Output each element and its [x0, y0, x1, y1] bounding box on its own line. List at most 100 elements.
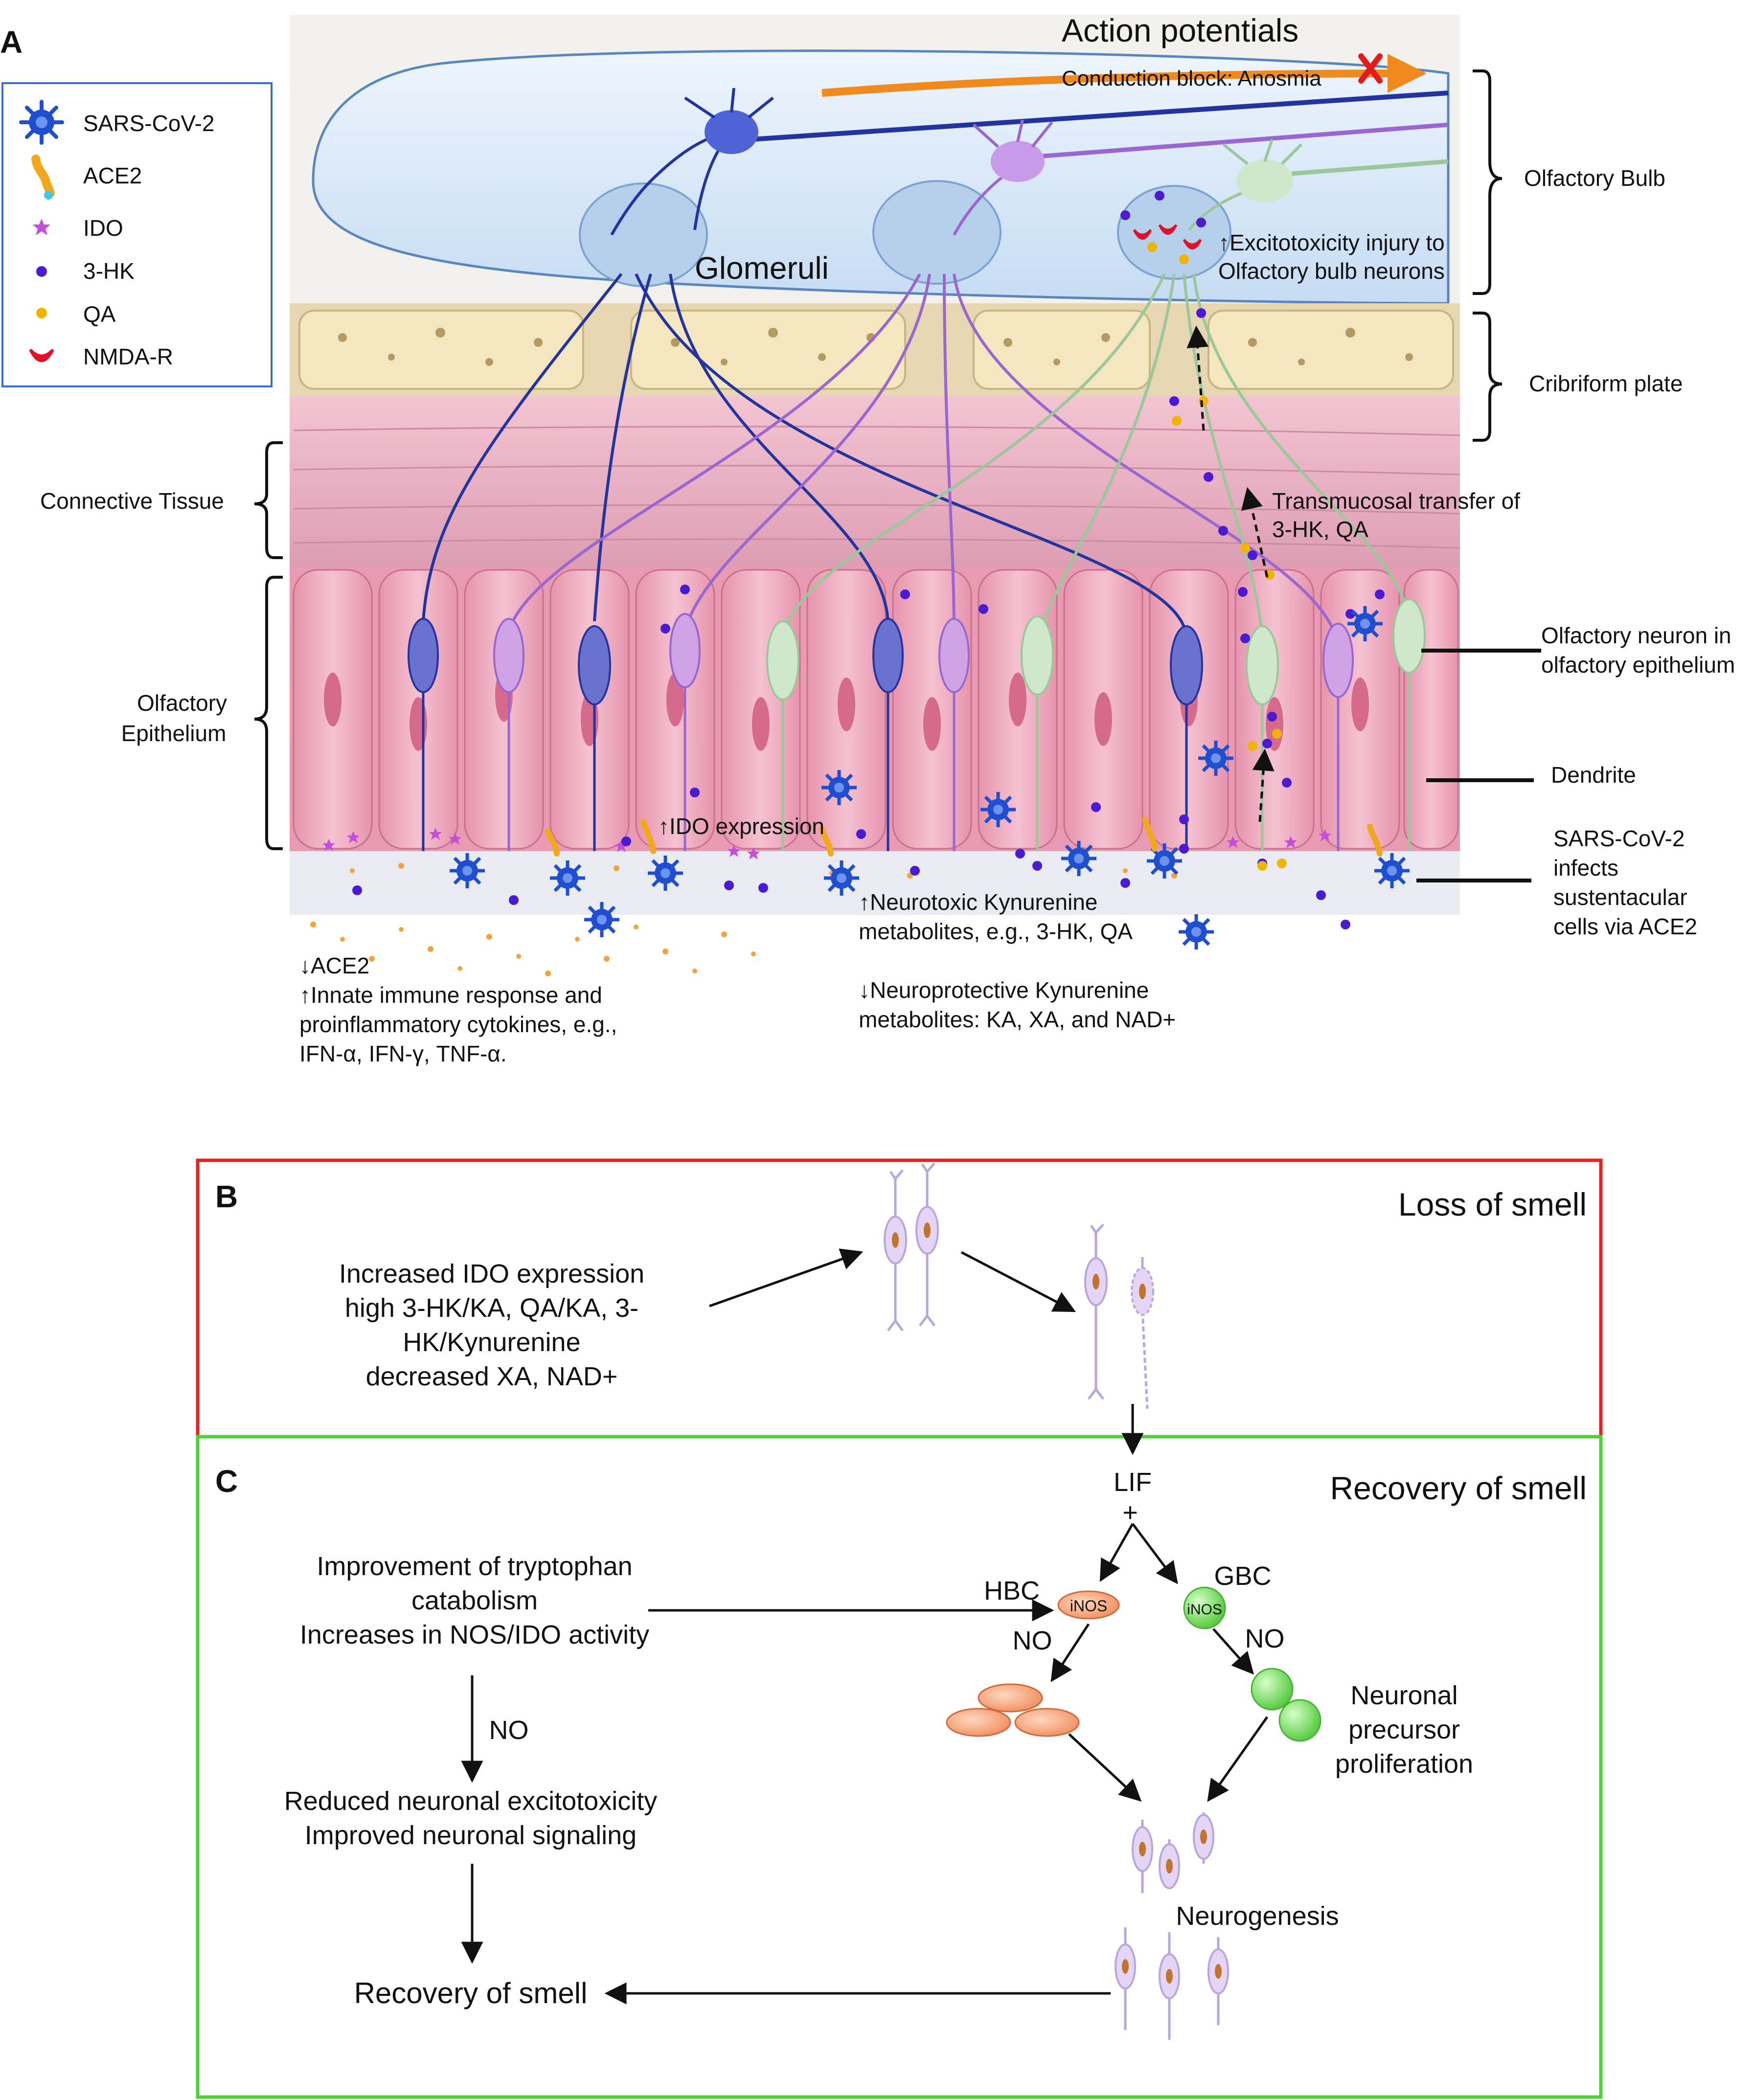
arrow-cluster-to-neurogenesis	[1068, 1733, 1142, 1802]
sars-infects-label-line4: cells via ACE2	[1553, 914, 1697, 939]
reduced-label-line2: Improved neuronal signaling	[305, 1821, 637, 1850]
legend-crescent-icon	[29, 348, 54, 362]
ido-expression-label: ↑IDO expression	[658, 813, 824, 839]
bone-pores	[338, 328, 1413, 366]
no-left-label: NO	[1013, 1626, 1052, 1655]
legend: SARS-CoV-2 ACE2 IDO 3-HK QA NMDA-R	[1, 82, 273, 387]
sars-infects-label-line2: infects	[1553, 855, 1618, 881]
panel-a: A SARS-CoV-2 ACE2	[0, 12, 1735, 1066]
innate-label-line3: IFN-α, IFN-γ, TNF-α.	[299, 1041, 507, 1066]
arrow-precursors-to-neurogenesis	[1207, 1716, 1269, 1802]
mitral-cell-blue	[610, 88, 1449, 236]
connective-tissue-fibers	[293, 426, 1460, 549]
excitotoxicity-label-line1: ↑Excitotoxicity injury to	[1218, 230, 1445, 255]
healthy-neuron-2-nucleus	[924, 1222, 931, 1238]
neuroprotective-label-line1: ↓Neuroprotective Kynurenine	[859, 977, 1149, 1003]
cribriform-plate-label: Cribriform plate	[1529, 371, 1683, 396]
ace2-down-label: ↓ACE2	[299, 953, 369, 978]
nmda-receptors	[1133, 224, 1202, 249]
panel-b-text-line4: decreased XA, NAD+	[366, 1362, 618, 1391]
legend-label-0: SARS-CoV-2	[83, 111, 214, 136]
no-right-label: NO	[1245, 1624, 1285, 1653]
tryptophan-label-line2: catabolism	[411, 1586, 538, 1615]
braces	[254, 69, 1503, 850]
transmucosal-label-line1: Transmucosal transfer of	[1272, 488, 1520, 514]
healthy-neuron-1-nucleus	[892, 1232, 899, 1248]
gbc-cell	[1183, 1586, 1226, 1629]
legend-label-4: QA	[83, 301, 116, 327]
arrow-hbc-to-cluster	[1050, 1623, 1090, 1682]
legend-label-3: 3-HK	[83, 258, 135, 284]
damaged-neuron-1-nucleus	[1093, 1274, 1099, 1289]
hbc-cell	[1057, 1590, 1120, 1620]
panel-b-text-line2: high 3-HK/KA, QA/KA, 3-	[345, 1293, 638, 1323]
sars-cov-2-viruses	[450, 606, 1410, 949]
reduced-label-line1: Reduced neuronal excitotoxicity	[284, 1786, 657, 1816]
sustentacular-cells	[293, 569, 1459, 850]
legend-qa-dot-icon	[36, 308, 47, 318]
ace2-receptors	[545, 816, 1383, 857]
mitral-cell-green	[1187, 139, 1449, 231]
lif-plus-label: +	[1122, 1498, 1138, 1527]
ido-stars	[322, 828, 1331, 859]
sars-infects-label-line3: sustentacular	[1553, 884, 1687, 910]
tryptophan-label-line1: Improvement of tryptophan	[317, 1552, 632, 1581]
recovery-label: Recovery of smell	[354, 1977, 588, 2010]
olfactory-neurons	[408, 598, 1426, 851]
mitral-cell-purple	[953, 119, 1449, 236]
neurotoxic-label-line1: ↑Neurotoxic Kynurenine	[859, 889, 1097, 915]
hbc-inos-label: iNOS	[1070, 1597, 1107, 1615]
transfer-arrows	[1186, 325, 1275, 822]
panel-b-title: Loss of smell	[1398, 1186, 1587, 1222]
cytokine-dots	[310, 863, 1177, 976]
panel-c-title: Recovery of smell	[1330, 1470, 1587, 1506]
damaged-neurons	[1088, 1223, 1149, 1409]
gbc-inos-label: iNOS	[1187, 1602, 1222, 1618]
arrow-b-to-damaged-neurons	[960, 1251, 1076, 1312]
arrow-gbc-to-precursors	[1212, 1628, 1254, 1675]
arrow-b-to-healthy-neurons	[709, 1248, 864, 1308]
legend-virus-icon	[19, 100, 64, 145]
cribriform-bones	[298, 310, 1454, 390]
tryptophan-label-line3: Increases in NOS/IDO activity	[300, 1620, 649, 1649]
panel-a-letter: A	[0, 24, 23, 60]
neuroprotective-label-line2: metabolites: KA, XA, and NAD+	[859, 1007, 1176, 1032]
conduction-block-x-icon	[1358, 53, 1383, 84]
damaged-neuron-2-nucleus	[1139, 1284, 1146, 1299]
olfactory-epithelium-label-line1: Olfactory	[137, 690, 227, 716]
innate-label-line2: proinflammatory cytokines, e.g.,	[299, 1012, 617, 1037]
lif-label: LIF	[1114, 1468, 1152, 1497]
action-potential-arrow	[821, 54, 1427, 97]
neuronal-precursors	[1251, 1668, 1321, 1742]
hbc-cluster	[946, 1683, 1080, 1737]
action-potentials-label: Action potentials	[1062, 12, 1298, 48]
olfactory-bulb-label: Olfactory Bulb	[1524, 165, 1665, 191]
qa-dots	[1147, 242, 1287, 871]
legend-ace2-receptor-icon	[31, 155, 55, 200]
neurogenesis-label: Neurogenesis	[1176, 1901, 1339, 1931]
conduction-block-label: Conduction block: Anosmia	[1062, 67, 1321, 90]
legend-label-1: ACE2	[83, 163, 142, 188]
connective-tissue-label: Connective Tissue	[40, 488, 224, 514]
glomerulus-purple	[872, 180, 1002, 285]
sars-infects-label-line1: SARS-CoV-2	[1553, 826, 1685, 851]
neurotoxic-label-line2: metabolites, e.g., 3-HK, QA	[859, 919, 1133, 944]
precursor-label-line1: Neuronal	[1350, 1681, 1458, 1710]
innate-label-line1: ↑Innate immune response and	[299, 982, 602, 1008]
axons	[422, 273, 1411, 646]
pointer-lines	[1416, 649, 1541, 882]
panel-b: B Loss of smell Increased IDO expression…	[196, 1158, 1603, 1439]
dendrite-label: Dendrite	[1551, 762, 1636, 788]
legend-3hk-dot-icon	[36, 266, 47, 277]
panel-b-text-line1: Increased IDO expression	[339, 1259, 644, 1288]
arrow-lif-to-gbc	[1132, 1523, 1178, 1584]
precursor-label-line2: precursor	[1348, 1715, 1460, 1744]
precursor-label-line3: proliferation	[1335, 1749, 1473, 1779]
legend-label-2: IDO	[83, 215, 123, 241]
new-neuron-nuclei	[1122, 1829, 1222, 1984]
legend-star-icon	[33, 219, 50, 235]
gbc-label: GBC	[1214, 1561, 1271, 1591]
excitotoxicity-label-line2: Olfactory bulb neurons	[1218, 258, 1445, 284]
panel-b-text-line3: HK/Kynurenine	[403, 1328, 580, 1357]
olfactory-illustration	[254, 15, 1541, 976]
